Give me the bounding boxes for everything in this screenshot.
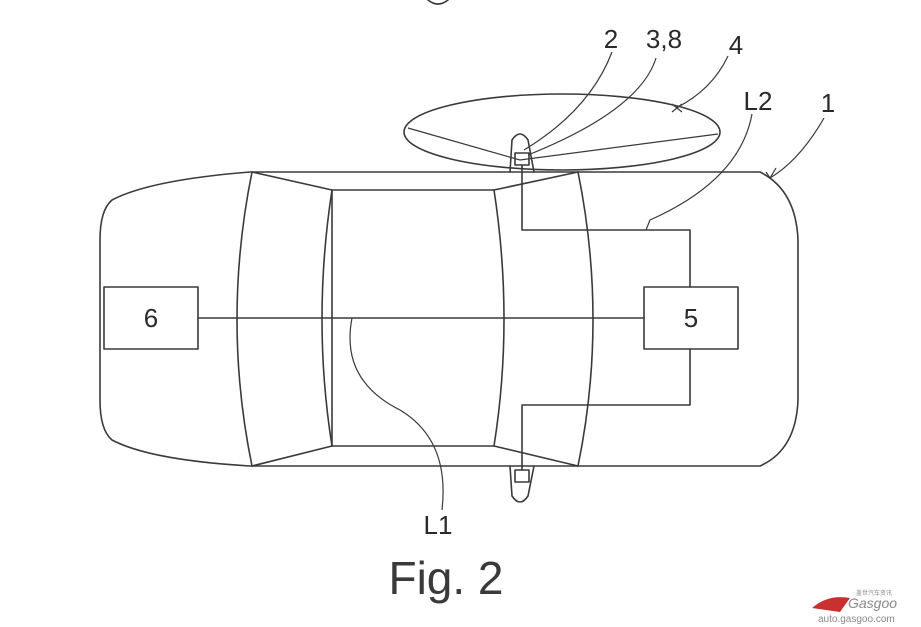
figure-caption: Fig. 2 [388,552,503,604]
leader-3-8 [527,57,657,156]
rear-pillar [251,171,333,467]
leader-4 [675,55,729,109]
line-l2-bottom [521,348,691,471]
leader-l1 [349,317,444,511]
sensor-bottom [514,469,530,483]
label-2: 2 [604,24,618,54]
a-pillar-top [493,171,579,191]
label-l2: L2 [744,86,773,116]
mirror-cross-mark [671,103,683,113]
mirror-stalk-top [509,133,535,173]
label-1: 1 [821,88,835,118]
vehicle-body [99,171,799,467]
leader-1 [769,117,825,179]
unit-6-label: 6 [144,303,158,333]
watermark-logo-icon [812,597,850,612]
mirror-stalk-bottom [509,465,535,503]
label-l1: L1 [424,510,453,540]
rear-window-inner [321,189,333,447]
leader-1-arrowhead [765,167,777,180]
windshield-outer [577,171,594,467]
watermark-chinese: 盖世汽车资讯 [856,589,892,597]
top-edge-mark [427,0,449,5]
rear-window-outer [236,171,253,467]
a-pillar-bottom [493,445,579,467]
leader-2 [523,51,613,151]
watermark: Gasgoo 盖世汽车资讯 auto.gasgoo.com [812,589,897,625]
line-l2-top [521,164,691,288]
unit-5-label: 5 [684,303,698,333]
label-3-8: 3,8 [646,24,682,54]
windshield-inner [493,189,505,447]
label-4: 4 [729,30,743,60]
mirror-housing [403,93,721,171]
watermark-url: auto.gasgoo.com [818,614,895,625]
watermark-logo-text: Gasgoo [848,595,897,611]
leader-l2 [645,113,753,231]
mirror-surface-line [407,127,719,161]
